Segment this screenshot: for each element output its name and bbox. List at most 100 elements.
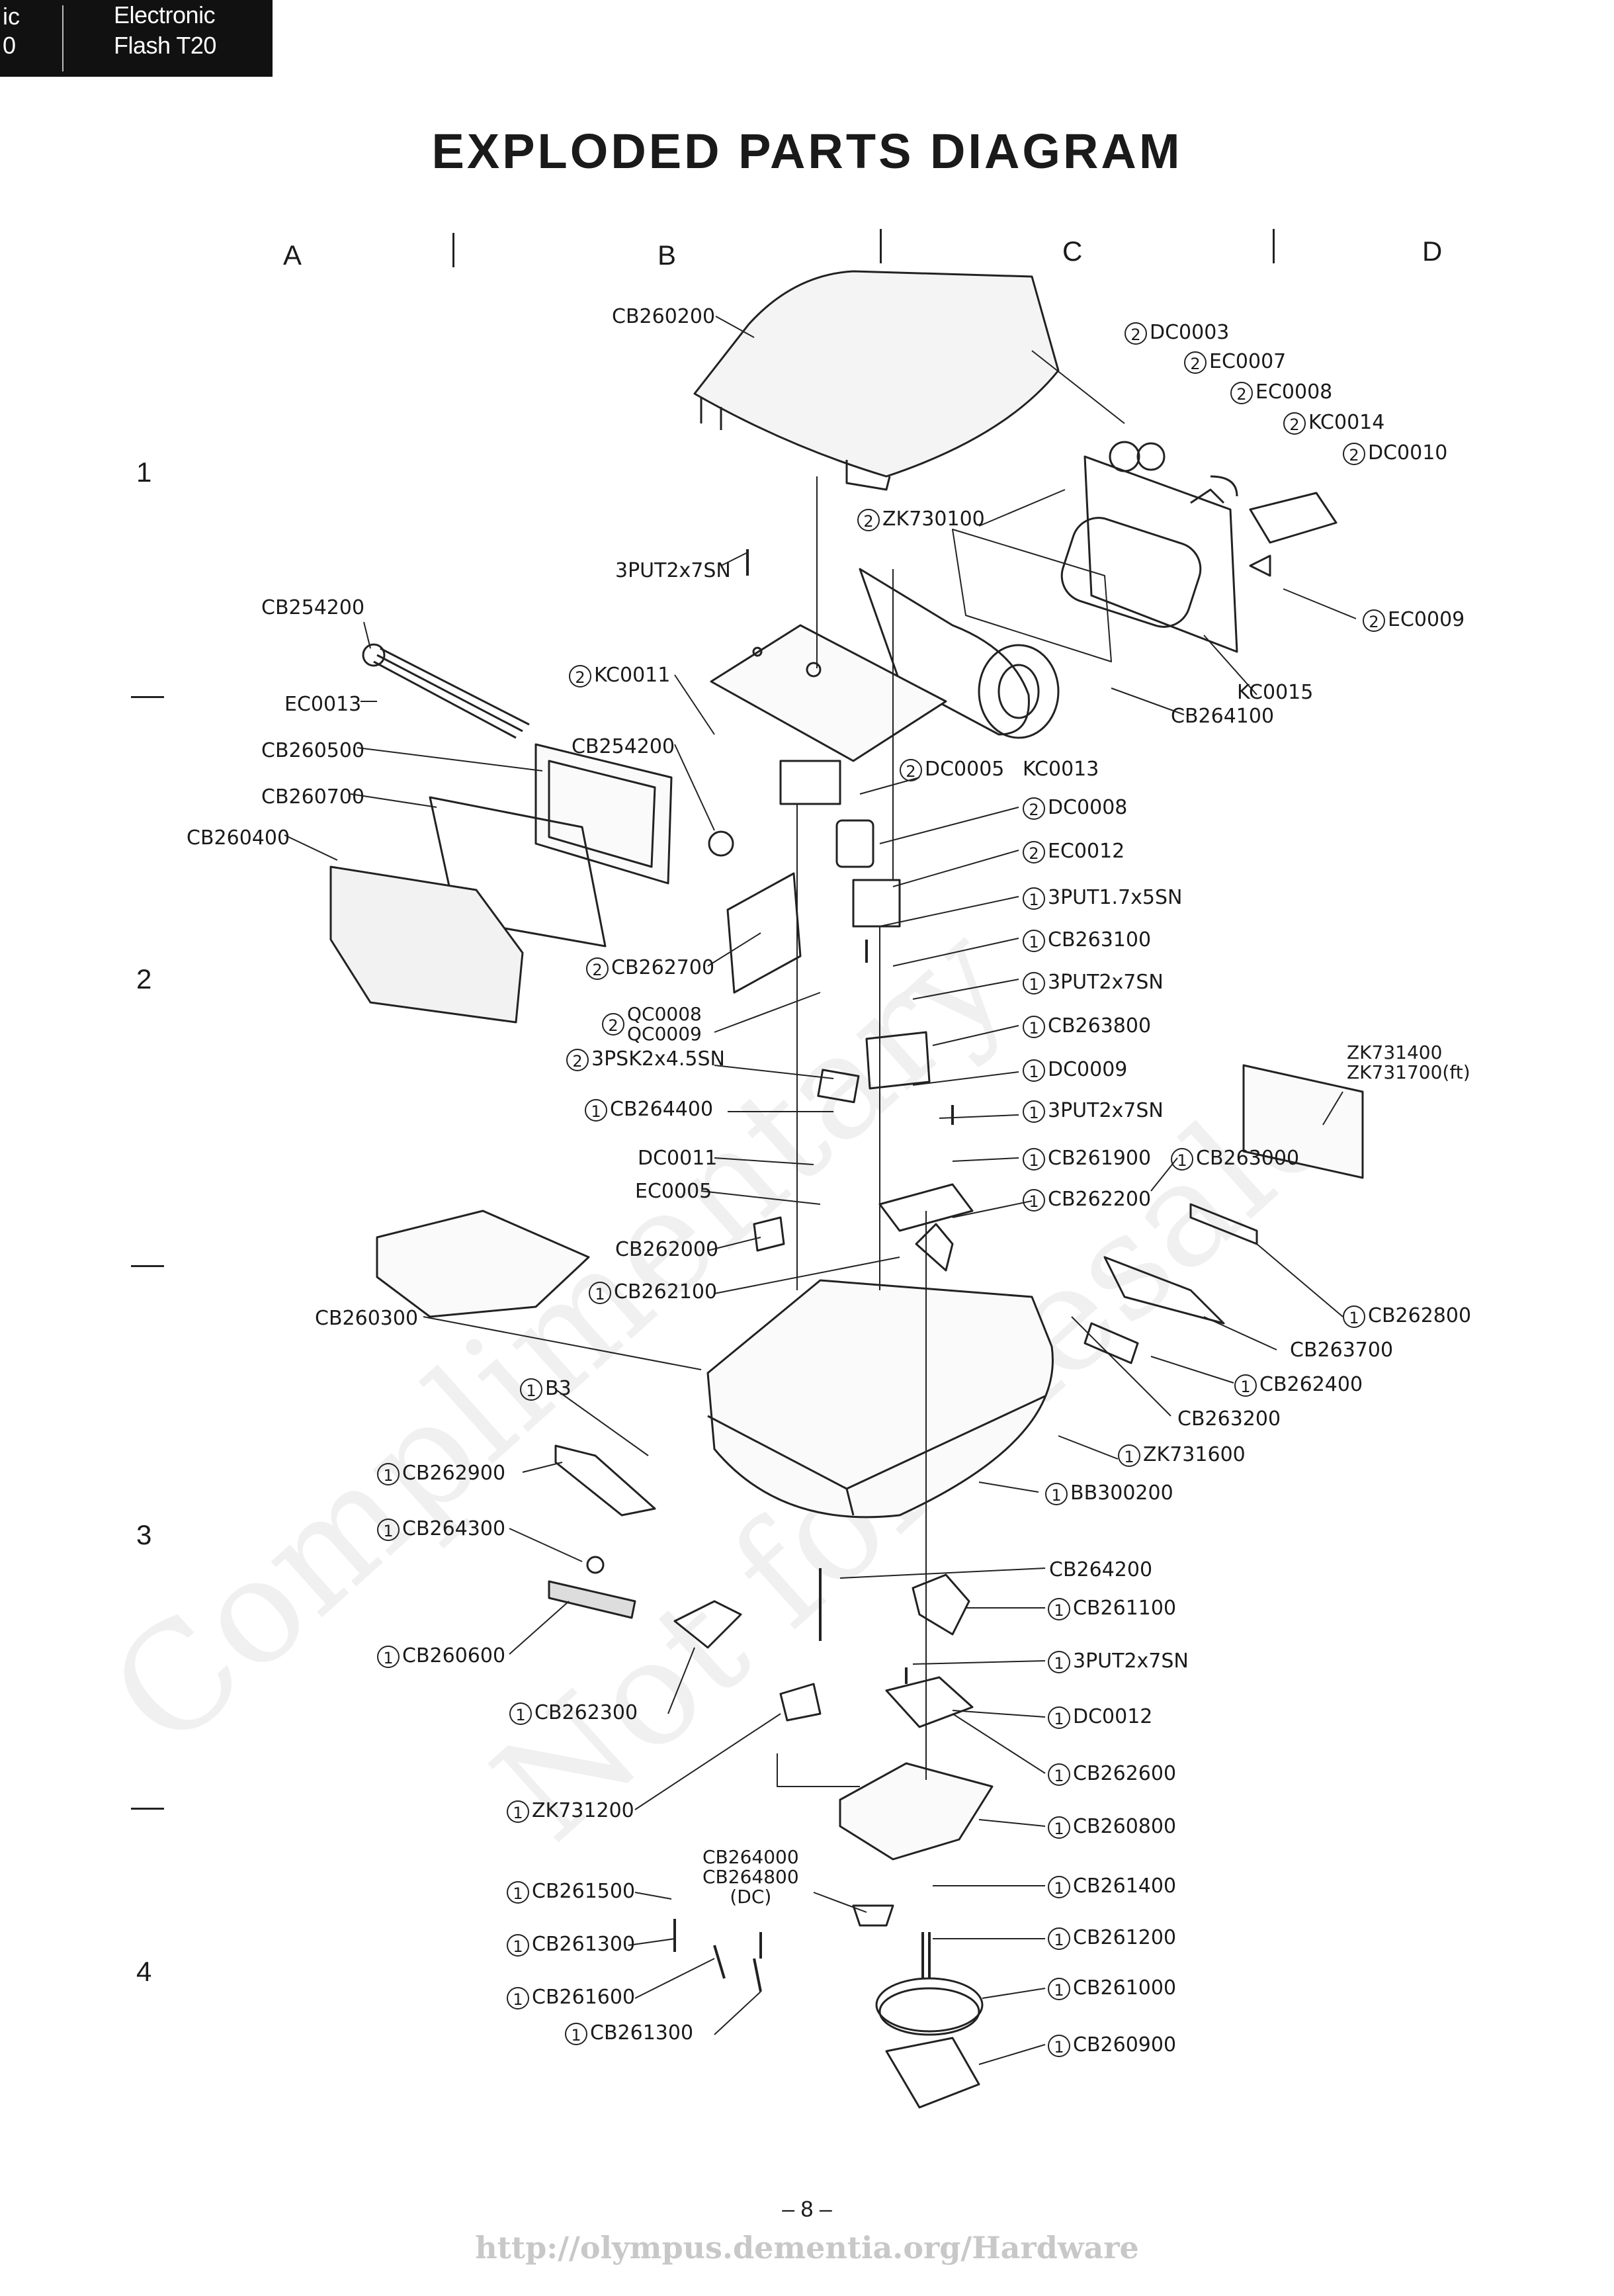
flash-tube-part <box>376 654 523 732</box>
part-label-cb260700: CB260700 <box>261 785 365 809</box>
part-label-kc0015: KC0015 <box>1237 681 1314 704</box>
reflector-part <box>534 743 673 885</box>
part-label-cb260300: CB260300 <box>315 1307 419 1330</box>
tube-capacitor-part <box>1060 517 1202 628</box>
front-lens-part <box>329 865 524 1024</box>
part-label-ec0005: EC0005 <box>635 1180 712 1203</box>
grid-column-a: A <box>283 240 302 271</box>
header-divider <box>62 5 64 71</box>
column-divider-bc <box>880 229 882 263</box>
grid-column-d: D <box>1422 236 1443 267</box>
row-divider-12 <box>131 696 164 698</box>
part-label-kc0013: KC0013 <box>1023 758 1099 781</box>
main-capacitor-part <box>859 568 1030 736</box>
grid-row-4: 4 <box>136 1956 152 1987</box>
battery-door-part <box>376 1210 590 1318</box>
part-label-cb254200-a: CB254200 <box>261 596 365 619</box>
part-label-ec0013: EC0013 <box>284 693 362 716</box>
mount-ring-part <box>878 1987 980 2036</box>
top-cover-part <box>693 270 1060 478</box>
part-label-3put2x7sn-top: 3PUT2x7SN <box>615 559 731 582</box>
part-label-cb263700: CB263700 <box>1290 1339 1394 1362</box>
part-label-cb260500: CB260500 <box>261 739 365 762</box>
foot-base-part <box>839 1762 994 1861</box>
page-title: EXPLODED PARTS DIAGRAM <box>431 124 1183 179</box>
part-label-cb254200-b: CB254200 <box>572 735 675 758</box>
header-line-1: Electronic <box>114 1 216 28</box>
column-divider-ab <box>452 233 454 267</box>
column-divider-cd <box>1273 229 1275 263</box>
bottom-housing-part <box>706 1279 1054 1519</box>
grid-row-2: 2 <box>136 963 152 994</box>
header-fragment-1: ic <box>3 3 20 30</box>
chassis-plate-part <box>710 624 947 762</box>
grid-column-b: B <box>658 240 677 271</box>
part-label-cb264100: CB264100 <box>1171 705 1275 728</box>
part-label-cb260400: CB260400 <box>187 826 290 850</box>
part-label-cb264200: CB264200 <box>1049 1558 1153 1581</box>
row-divider-34 <box>131 1808 164 1810</box>
header-line-2: Flash T20 <box>114 32 216 59</box>
part-label-cb263200: CB263200 <box>1177 1407 1281 1431</box>
row-divider-23 <box>131 1265 164 1267</box>
grid-row-1: 1 <box>136 457 152 488</box>
source-url: http://olympus.dementia.org/Hardware <box>475 2230 1139 2266</box>
header-fragment-2: 0 <box>3 32 17 59</box>
part-label-cb260200: CB260200 <box>612 305 716 328</box>
diffuser-frame-part <box>429 796 607 948</box>
part-label-dc0011: DC0011 <box>638 1147 718 1170</box>
grid-column-c: C <box>1062 236 1083 267</box>
header-tab: ic 0 Electronic Flash T20 <box>0 0 273 77</box>
grid-row-3: 3 <box>136 1519 152 1550</box>
rear-pcb-part <box>1083 455 1238 653</box>
